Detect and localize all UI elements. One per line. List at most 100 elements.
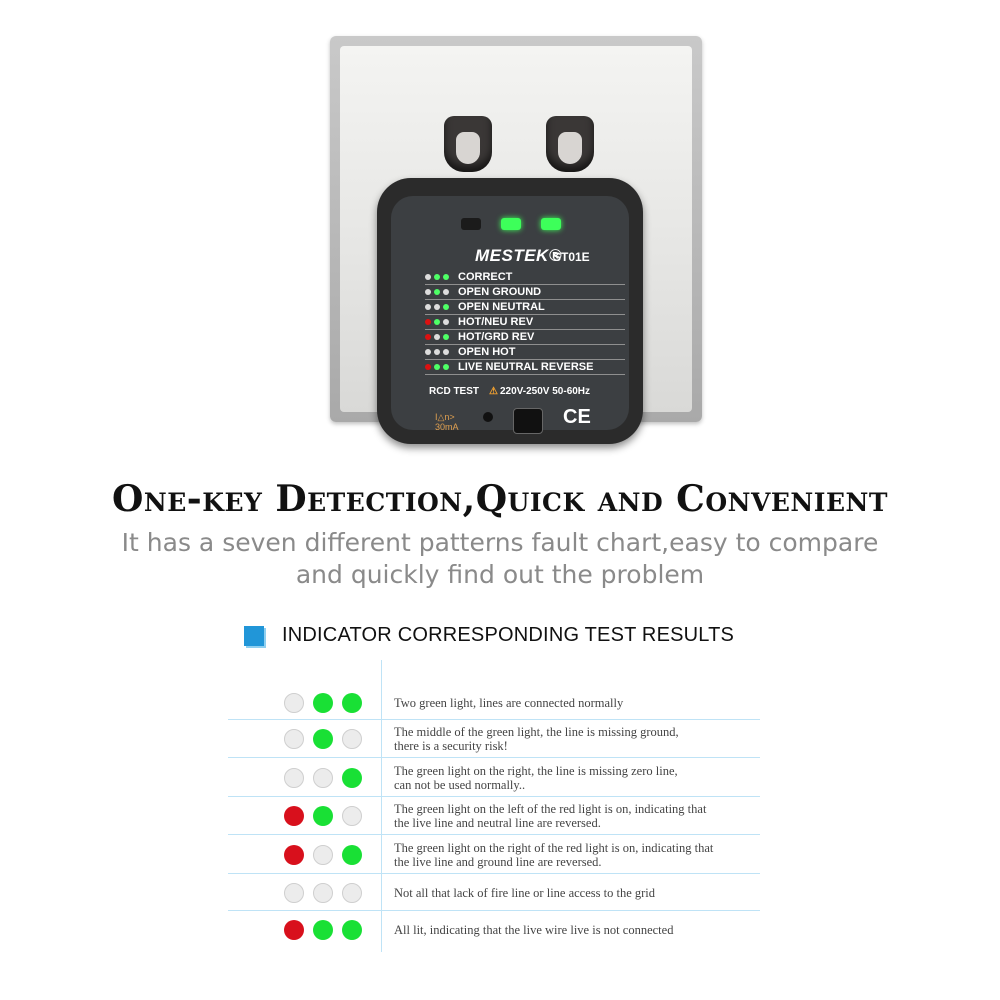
indicator-light-off: [284, 692, 304, 713]
result-description: The green light on the left of the red l…: [394, 802, 707, 830]
indicator-light-off: [342, 806, 362, 826]
tester-legend-dot: [443, 304, 449, 310]
indicator-light-green: [313, 806, 333, 826]
tester-legend-dot: [443, 349, 449, 355]
indicator-lights: [284, 882, 371, 903]
rcd-test-button: [513, 408, 543, 434]
indicator-light-green: [342, 844, 362, 865]
indicator-lights: [284, 692, 371, 713]
socket-hole-right: [546, 116, 594, 172]
tester-legend-row: CORRECT: [425, 270, 625, 285]
indicator-light-off: [313, 767, 333, 788]
indicator-light-off: [284, 882, 304, 903]
socket-hole-left: [444, 116, 492, 172]
indicator-light-off: [313, 882, 333, 903]
section-title: INDICATOR CORRESPONDING TEST RESULTS: [244, 624, 734, 647]
table-row: The middle of the green light, the line …: [228, 720, 760, 758]
table-row: The green light on the right of the red …: [228, 835, 760, 874]
tester-legend-dot: [425, 364, 431, 370]
tester-legend-row: HOT/NEU REV: [425, 315, 625, 330]
tester-legend-row: OPEN HOT: [425, 345, 625, 360]
tester-legend-dot: [434, 289, 440, 295]
indicator-light-red: [284, 844, 304, 865]
tester-legend-label: OPEN GROUND: [458, 286, 542, 298]
indicator-light-green: [313, 692, 333, 713]
tester-legend-label: OPEN HOT: [458, 346, 516, 358]
tester-legend-label: HOT/GRD REV: [458, 331, 535, 343]
tester-legend-dot: [443, 364, 449, 370]
tester-legend-dot: [434, 319, 440, 325]
indicator-light-green: [313, 729, 333, 749]
tester-legend-label: HOT/NEU REV: [458, 316, 534, 328]
result-description: The green light on the right, the line i…: [394, 763, 678, 792]
indicator-light-green: [342, 692, 362, 713]
table-row: The green light on the right, the line i…: [228, 758, 760, 797]
section-title-text: INDICATOR CORRESPONDING TEST RESULTS: [282, 624, 735, 646]
headline: One-key Detection,Quick and Convenient: [112, 478, 888, 520]
indicator-light-green: [313, 919, 333, 940]
square-bullet-icon: [244, 625, 264, 646]
indicator-lights: [284, 767, 371, 788]
indicator-light-off: [342, 882, 362, 903]
tester-current-line2: 30mA: [435, 422, 459, 432]
result-description: The middle of the green light, the line …: [394, 725, 679, 753]
tester-legend-dot: [443, 319, 449, 325]
row-divider: [228, 834, 760, 835]
row-divider: [228, 796, 760, 797]
row-divider: [228, 910, 760, 911]
indicator-light-green: [342, 767, 362, 788]
tester-rcd-hole: [483, 412, 493, 422]
indicator-light-off: [284, 767, 304, 788]
tester-legend-dot: [425, 304, 431, 310]
result-description: Not all that lack of fire line or line a…: [394, 885, 656, 900]
tester-current-label: I△n>30mA: [435, 412, 459, 432]
subtitle-line-1: It has a seven different patterns fault …: [121, 528, 879, 557]
indicator-light-off: [342, 729, 362, 749]
tester-face: MESTEK® ST01E CORRECT OPEN GROUND OPEN NEU…: [391, 196, 629, 434]
tester-legend-dot: [434, 274, 440, 280]
table-row: Not all that lack of fire line or line a…: [228, 874, 760, 911]
indicator-lights: [284, 729, 371, 749]
tester-legend-dot: [425, 289, 431, 295]
row-divider: [228, 719, 760, 720]
tester-model: ST01E: [553, 250, 590, 264]
tester-legend-dot: [434, 304, 440, 310]
tester-legend-row: OPEN GROUND: [425, 285, 625, 300]
tester-led-left: [461, 218, 481, 230]
indicator-lights: [284, 844, 371, 865]
indicator-light-red: [284, 919, 304, 940]
tester-legend-dot: [425, 334, 431, 340]
table-row: The green light on the left of the red l…: [228, 797, 760, 835]
subtitle-line-2: and quickly find out the problem: [295, 560, 705, 589]
indicator-light-off: [284, 729, 304, 749]
indicator-light-off: [313, 844, 333, 865]
indicator-light-red: [284, 806, 304, 826]
row-divider: [228, 873, 760, 874]
tester-legend-dot: [443, 334, 449, 340]
result-description: Two green light, lines are connected nor…: [394, 695, 624, 710]
tester-legend-row: OPEN NEUTRAL: [425, 300, 625, 315]
result-description: The green light on the right of the red …: [394, 840, 714, 869]
tester-legend-row: HOT/GRD REV: [425, 330, 625, 345]
row-divider: [228, 757, 760, 758]
tester-legend-dot: [443, 289, 449, 295]
tester-legend-label: LIVE NEUTRAL REVERSE: [458, 361, 594, 373]
indicator-lights: [284, 919, 371, 940]
ce-mark: CE: [563, 406, 591, 428]
tester-legend-dot: [425, 274, 431, 280]
tester-legend-dot: [434, 349, 440, 355]
table-row: Two green light, lines are connected nor…: [228, 685, 760, 720]
tester-voltage: ⚠220V-250V 50-60Hz: [489, 386, 590, 397]
socket-tester: MESTEK® ST01E CORRECT OPEN GROUND OPEN NEU…: [377, 178, 643, 444]
tester-legend-dot: [443, 274, 449, 280]
tester-legend-label: OPEN NEUTRAL: [458, 301, 545, 313]
tester-legend-row: LIVE NEUTRAL REVERSE: [425, 360, 625, 375]
warning-icon: ⚠: [489, 386, 498, 397]
table-row: All lit, indicating that the live wire l…: [228, 911, 760, 948]
tester-current-line1: I△n>: [435, 412, 455, 422]
tester-brand: MESTEK®: [475, 246, 562, 265]
tester-legend-dot: [425, 319, 431, 325]
tester-legend-dot: [425, 349, 431, 355]
tester-legend-label: CORRECT: [458, 271, 513, 283]
result-description: All lit, indicating that the live wire l…: [394, 922, 674, 937]
